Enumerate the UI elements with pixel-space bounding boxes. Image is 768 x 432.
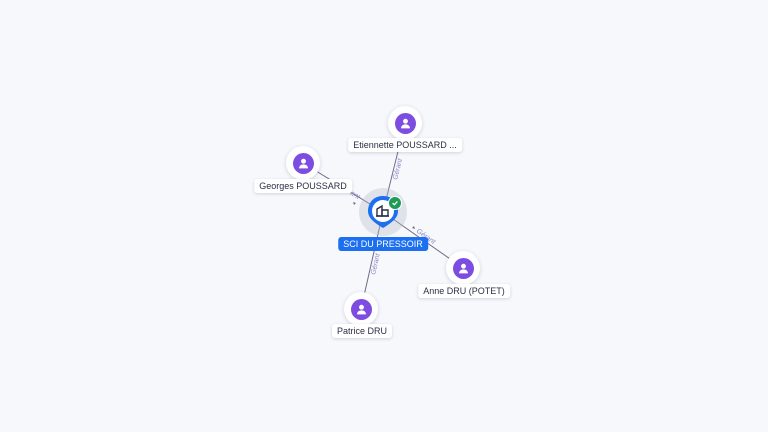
- person-node-etiennette[interactable]: [388, 106, 422, 140]
- edge-arrow-anne: [412, 226, 415, 229]
- person-node-patrice[interactable]: [344, 292, 378, 326]
- building-icon: [376, 204, 389, 217]
- person-label-etiennette[interactable]: Etiennette POUSSARD ...: [348, 138, 462, 152]
- edge-label-etiennette: Gérant: [392, 157, 404, 180]
- person-icon: [350, 298, 372, 320]
- person-icon: [452, 257, 474, 279]
- person-node-anne[interactable]: [446, 251, 480, 285]
- person-label-anne[interactable]: Anne DRU (POTET): [418, 284, 510, 298]
- person-label-georges[interactable]: Georges POUSSARD: [254, 179, 352, 193]
- person-icon: [292, 152, 314, 174]
- edge-label-patrice: Gérant: [370, 252, 382, 275]
- edge-arrow-georges: [353, 202, 356, 205]
- check-icon: [388, 196, 402, 210]
- company-label[interactable]: SCI DU PRESSOIR: [338, 237, 428, 251]
- person-node-georges[interactable]: [286, 146, 320, 180]
- person-icon: [394, 112, 416, 134]
- person-label-patrice[interactable]: Patrice DRU: [331, 324, 393, 338]
